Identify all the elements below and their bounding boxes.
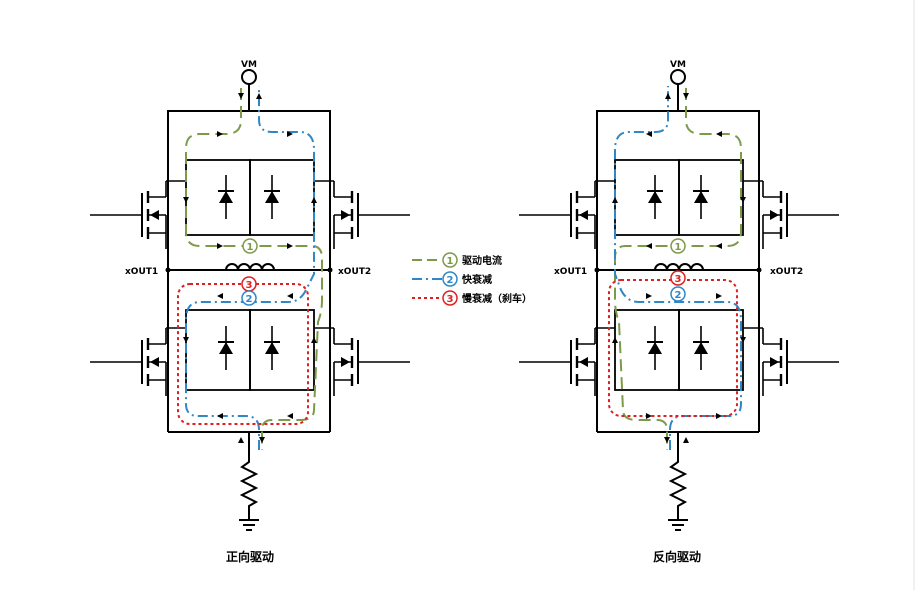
badge-drive-number: 1	[247, 242, 254, 253]
right-edge-strip	[913, 0, 915, 590]
badge-slow: 3	[241, 276, 257, 292]
vm-label: VM	[241, 60, 257, 70]
out1-label-right: xOUT1	[554, 267, 587, 277]
legend-fast-label: 快衰减	[461, 273, 492, 286]
badge-slow-number: 3	[246, 280, 253, 291]
badge-fast-number-right: 2	[675, 290, 682, 301]
hbridge-forward: 1 3 2 VM xOUT1 xOUT2 正向驱动	[88, 60, 412, 564]
badge-fast-number: 2	[246, 294, 253, 305]
out2-label: xOUT2	[338, 267, 371, 277]
legend-fast-number: 2	[447, 275, 454, 286]
legend-slow-label: 慢衰减（刹车）	[462, 292, 532, 305]
legend: 1 驱动电流 2 快衰减 3 慢衰减（刹车）	[412, 252, 532, 306]
legend-drive-label: 驱动电流	[462, 254, 502, 267]
out2-label-right: xOUT2	[770, 267, 803, 277]
badge-fast: 2	[241, 290, 257, 306]
legend-item-drive: 1 驱动电流	[412, 252, 502, 268]
badge-drive-number-right: 1	[675, 242, 682, 253]
badge-drive: 1	[242, 238, 258, 254]
out1-label: xOUT1	[125, 267, 158, 277]
legend-slow-number: 3	[447, 294, 454, 305]
legend-drive-number: 1	[447, 256, 454, 267]
legend-item-slow: 3 慢衰减（刹车）	[412, 290, 532, 306]
caption-forward: 正向驱动	[226, 549, 274, 564]
vm-terminal	[241, 69, 257, 85]
vm-label-right: VM	[670, 60, 686, 70]
hbridge-reverse: 1 3 2 VM xOUT1 xOUT2 反向驱动	[517, 60, 841, 564]
caption-reverse: 反向驱动	[653, 549, 701, 564]
badge-slow-number-right: 3	[675, 274, 682, 285]
legend-item-fast: 2 快衰减	[412, 271, 492, 287]
